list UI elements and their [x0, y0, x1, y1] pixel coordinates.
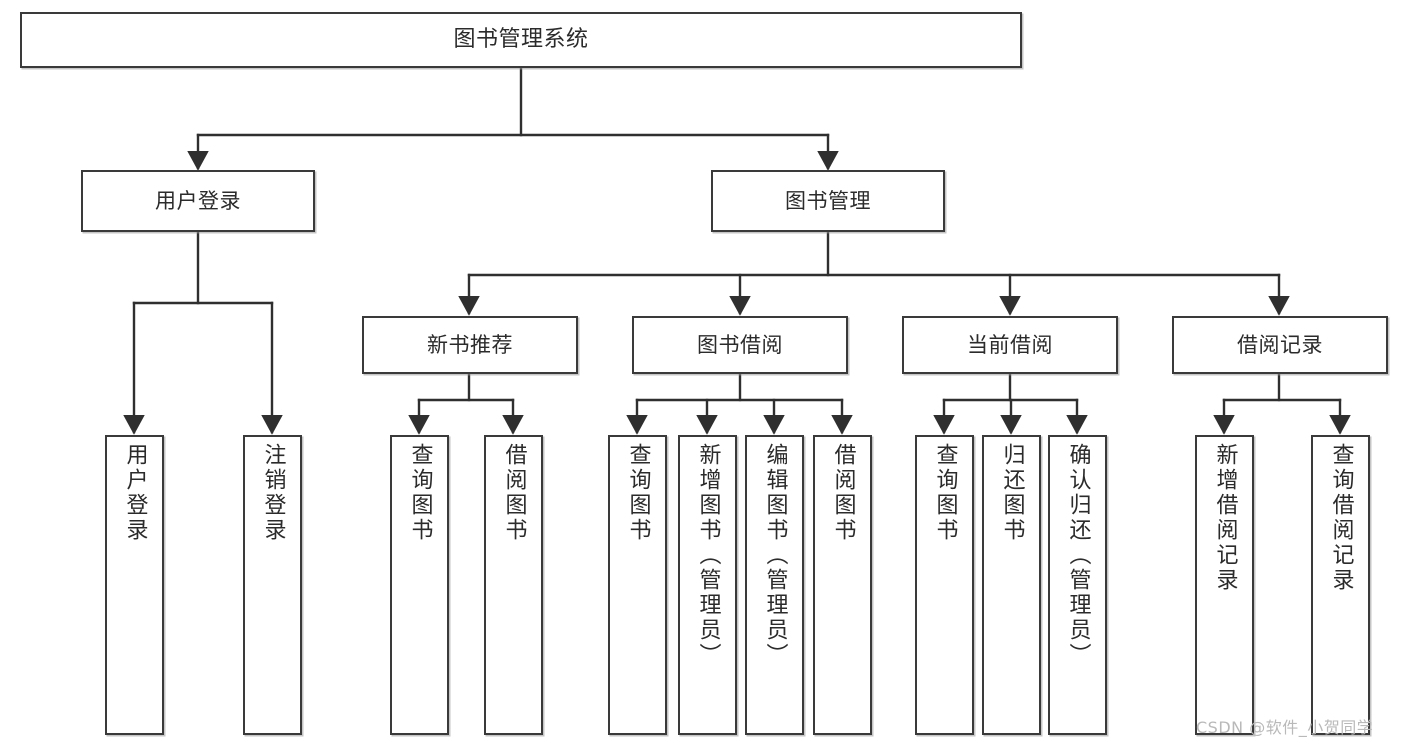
leaf-borrow-records-query-record[interactable]: 查询借阅记录 — [1311, 435, 1370, 735]
leaf-new-book-query-books[interactable]: 查询图书 — [390, 435, 449, 735]
node-label: 借阅记录 — [1237, 332, 1323, 357]
leaf-current-borrow-query-books[interactable]: 查询图书 — [915, 435, 974, 735]
leaf-user-login-logout[interactable]: 注销登录 — [243, 435, 302, 735]
node-label: 图书借阅 — [697, 332, 783, 357]
node-label: 新增借阅记录 — [1212, 443, 1238, 593]
node-root-book-management-system[interactable]: 图书管理系统 — [20, 12, 1022, 68]
csdn-watermark: CSDN @软件_小贺同学 — [1196, 718, 1374, 737]
node-label: 查询借阅记录 — [1328, 443, 1354, 593]
leaf-book-borrow-add-book-admin[interactable]: 新增图书（管理员） — [678, 435, 737, 735]
node-label: 用户登录 — [155, 188, 241, 213]
node-label: 图书管理 — [785, 188, 871, 213]
node-new-book-recommendation[interactable]: 新书推荐 — [362, 316, 578, 374]
node-label: 新书推荐 — [427, 332, 513, 357]
node-label: 借阅图书 — [830, 443, 856, 543]
node-label: 注销登录 — [260, 443, 286, 543]
node-user-login[interactable]: 用户登录 — [81, 170, 315, 232]
node-label: 借阅图书 — [501, 443, 527, 543]
node-book-borrow[interactable]: 图书借阅 — [632, 316, 848, 374]
leaf-borrow-records-add-record[interactable]: 新增借阅记录 — [1195, 435, 1254, 735]
leaf-book-borrow-query-books[interactable]: 查询图书 — [608, 435, 667, 735]
node-label: 查询图书 — [625, 443, 651, 543]
node-borrow-records[interactable]: 借阅记录 — [1172, 316, 1388, 374]
leaf-current-borrow-confirm-return-admin[interactable]: 确认归还（管理员） — [1048, 435, 1107, 735]
node-book-management[interactable]: 图书管理 — [711, 170, 945, 232]
node-label: 图书管理系统 — [453, 27, 589, 53]
node-label: 查询图书 — [407, 443, 433, 543]
node-label: 查询图书 — [932, 443, 958, 543]
leaf-current-borrow-return-books[interactable]: 归还图书 — [982, 435, 1041, 735]
node-label: 新增图书（管理员） — [695, 443, 721, 668]
node-label: 当前借阅 — [967, 332, 1053, 357]
node-current-borrow[interactable]: 当前借阅 — [902, 316, 1118, 374]
leaf-book-borrow-borrow-books[interactable]: 借阅图书 — [813, 435, 872, 735]
node-label: 归还图书 — [999, 443, 1025, 543]
leaf-new-book-borrow-books[interactable]: 借阅图书 — [484, 435, 543, 735]
node-label: 用户登录 — [122, 443, 148, 543]
node-label: 编辑图书（管理员） — [762, 443, 788, 668]
node-label: 确认归还（管理员） — [1065, 443, 1091, 668]
leaf-user-login-login[interactable]: 用户登录 — [105, 435, 164, 735]
leaf-book-borrow-edit-book-admin[interactable]: 编辑图书（管理员） — [745, 435, 804, 735]
